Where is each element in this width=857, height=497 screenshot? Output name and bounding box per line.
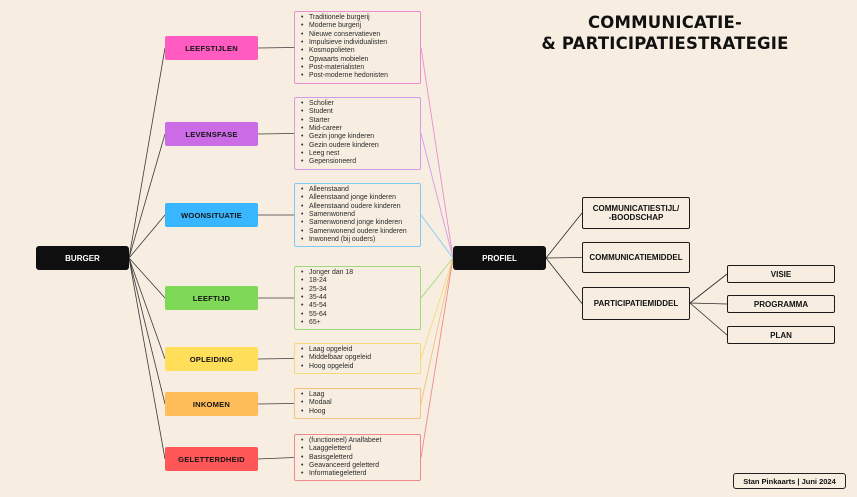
page-title: COMMUNICATIE- & PARTICIPATIESTRATEGIE (520, 12, 810, 54)
connector-profiel-output-1 (545, 257, 583, 259)
list-item: Hoog opgeleid (301, 363, 414, 372)
connector-list-profiel-leeftijd (420, 257, 454, 299)
list-item: Alleenstaand (301, 186, 414, 195)
list-item: Scholier (301, 100, 414, 109)
list-item: Geavanceerd geletterd (301, 462, 414, 471)
list-item: Hoog (301, 408, 414, 417)
list-item: 35-44 (301, 294, 414, 303)
list-item: Starter (301, 117, 414, 126)
output-node-0[interactable]: COMMUNICATIESTIJL/-BOODSCHAP (582, 197, 690, 229)
connector-burger-woonsituatie (128, 214, 166, 259)
list-item: Laag (301, 391, 414, 400)
list-item: Inwonend (bij ouders) (301, 236, 414, 245)
list-item: 65+ (301, 319, 414, 328)
connector-list-profiel-levensfase (420, 133, 454, 259)
list-item: Student (301, 108, 414, 117)
list-item: Modaal (301, 399, 414, 408)
connector-list-profiel-woonsituatie (420, 214, 454, 259)
connector-burger-leefstijlen (128, 47, 166, 259)
list-leefstijlen: Traditionele burgerijModerne burgerijNie… (294, 11, 421, 84)
level-node-visie[interactable]: VISIE (727, 265, 835, 283)
output-label-line: COMMUNICATIEMIDDEL (589, 253, 683, 262)
category-leefstijlen[interactable]: LEEFSTIJLEN (165, 36, 258, 60)
burger-node[interactable]: BURGER (36, 246, 129, 270)
list-item: Basisgeletterd (301, 454, 414, 463)
output-label-line: PARTICIPATIEMIDDEL (593, 299, 679, 308)
list-item: 45-54 (301, 302, 414, 311)
connector-profiel-output-0 (545, 212, 583, 259)
list-item: Alleenstaand jonge kinderen (301, 194, 414, 203)
connector-list-profiel-leefstijlen (420, 47, 454, 259)
list-item: Post-materialisten (301, 64, 414, 73)
list-item: Samenwonend jonge kinderen (301, 219, 414, 228)
list-geletterdheid: (functioneel) AnalfabeetLaaggeletterdBas… (294, 434, 421, 481)
list-item: Middelbaar opgeleid (301, 354, 414, 363)
list-item: Leeg nest (301, 150, 414, 159)
connector-burger-inkomen (128, 257, 166, 405)
category-inkomen[interactable]: INKOMEN (165, 392, 258, 416)
list-item: Samenwonend oudere kinderen (301, 228, 414, 237)
connector-list-profiel-opleiding (420, 257, 454, 359)
connector-cat-list-levensfase (257, 133, 295, 135)
list-item: Gepensioneerd (301, 158, 414, 167)
list-item: Samenwonend (301, 211, 414, 220)
title-line-2: & PARTICIPATIESTRATEGIE (541, 34, 789, 53)
connector-profiel-output-2 (545, 257, 583, 304)
list-item: Opwaarts mobielen (301, 56, 414, 65)
connector-cat-list-geletterdheid (257, 457, 295, 460)
connector-burger-geletterdheid (128, 257, 166, 460)
connector-participatie-visie (689, 273, 728, 304)
list-item: Impulsieve individualisten (301, 39, 414, 48)
list-item: Traditionele burgerij (301, 14, 414, 23)
list-item: Moderne burgerij (301, 22, 414, 31)
list-item: Post-moderne hedonisten (301, 72, 414, 81)
list-item: (functioneel) Analfabeet (301, 437, 414, 446)
category-geletterdheid[interactable]: GELETTERDHEID (165, 447, 258, 471)
list-item: Nieuwe conservatieven (301, 31, 414, 40)
connector-participatie-plan (689, 302, 728, 336)
list-woonsituatie: AlleenstaandAlleenstaand jonge kinderenA… (294, 183, 421, 247)
list-item: Jonger dan 18 (301, 269, 414, 278)
output-node-1[interactable]: COMMUNICATIEMIDDEL (582, 242, 690, 273)
connector-list-profiel-inkomen (420, 257, 454, 404)
list-item: Gezin jonge kinderen (301, 133, 414, 142)
connector-cat-list-leefstijlen (257, 47, 295, 49)
list-item: 18-24 (301, 277, 414, 286)
output-node-2[interactable]: PARTICIPATIEMIDDEL (582, 287, 690, 320)
category-leeftijd[interactable]: LEEFTIJD (165, 286, 258, 310)
list-item: Kosmopolieten (301, 47, 414, 56)
list-item: Laag opgeleid (301, 346, 414, 355)
connector-burger-opleiding (128, 257, 166, 360)
list-leeftijd: Jonger dan 1818-2425-3435-4445-5455-6465… (294, 266, 421, 330)
list-item: 25-34 (301, 286, 414, 295)
connector-list-profiel-geletterdheid (420, 257, 454, 458)
connector-burger-leeftijd (128, 257, 166, 299)
connector-burger-levensfase (128, 133, 166, 259)
list-item: Mid-career (301, 125, 414, 134)
profiel-node[interactable]: PROFIEL (453, 246, 546, 270)
level-node-programma[interactable]: PROGRAMMA (727, 295, 835, 313)
output-label-line: -BOODSCHAP (608, 213, 664, 222)
connector-cat-list-inkomen (257, 403, 295, 405)
list-item: Laaggeletterd (301, 445, 414, 454)
list-opleiding: Laag opgeleidMiddelbaar opgeleidHoog opg… (294, 343, 421, 374)
connector-participatie-programma (689, 302, 728, 305)
connector-cat-list-opleiding (257, 358, 295, 360)
list-item: Informatiegeletterd (301, 470, 414, 479)
level-node-plan[interactable]: PLAN (727, 326, 835, 344)
list-inkomen: LaagModaalHoog (294, 388, 421, 419)
title-line-1: COMMUNICATIE- (587, 13, 743, 32)
output-label-line: COMMUNICATIESTIJL/ (592, 204, 680, 213)
category-woonsituatie[interactable]: WOONSITUATIE (165, 203, 258, 227)
category-opleiding[interactable]: OPLEIDING (165, 347, 258, 371)
list-item: Gezin oudere kinderen (301, 142, 414, 151)
list-item: Alleenstaand oudere kinderen (301, 203, 414, 212)
list-levensfase: ScholierStudentStarterMid-careerGezin jo… (294, 97, 421, 170)
list-item: 55-64 (301, 311, 414, 320)
credit-badge: Stan Pinkaarts | Juni 2024 (733, 473, 846, 489)
category-levensfase[interactable]: LEVENSFASE (165, 122, 258, 146)
